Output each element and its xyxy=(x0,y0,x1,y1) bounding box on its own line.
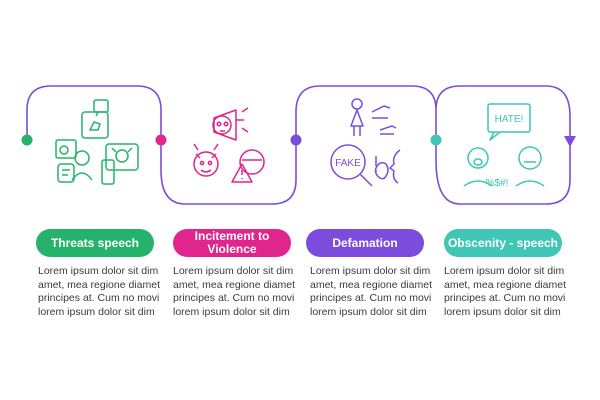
step-1-pill: Threats speech xyxy=(36,229,154,257)
fake-label: FAKE xyxy=(335,158,361,169)
step-dot-2 xyxy=(155,134,167,146)
step-4-pill: Obscenity - speech xyxy=(444,229,562,257)
step-3-pill: Defamation xyxy=(306,229,424,257)
step-4-description: Lorem ipsum dolor sit dim amet, mea regi… xyxy=(444,265,566,318)
hate-label: HATE! xyxy=(495,114,524,125)
symbols-label: %$#! xyxy=(486,178,509,189)
step-4-label: Obscenity - speech xyxy=(447,235,559,250)
step-1-label: Threats speech xyxy=(50,235,140,250)
step-2-pill: Incitement to Violence xyxy=(173,229,291,257)
step-2-description: Lorem ipsum dolor sit dim amet, mea regi… xyxy=(173,265,295,318)
step-2-label: Incitement to Violence xyxy=(194,229,270,256)
step-3-label: Defamation xyxy=(332,235,398,250)
process-track xyxy=(26,85,571,205)
defamation-icon: FAKE xyxy=(330,98,401,187)
step-dot-4 xyxy=(430,134,442,146)
step-3-description: Lorem ipsum dolor sit dim amet, mea regi… xyxy=(310,265,432,318)
threats-speech-icon xyxy=(55,99,139,185)
step-1-description: Lorem ipsum dolor sit dim amet, mea regi… xyxy=(38,265,160,318)
arrow-head-icon xyxy=(564,136,576,147)
step-dot-1 xyxy=(21,134,33,146)
obscenity-speech-icon: HATE! %$#! xyxy=(463,103,545,189)
step-dot-3 xyxy=(290,134,302,146)
incitement-violence-icon xyxy=(193,107,265,183)
